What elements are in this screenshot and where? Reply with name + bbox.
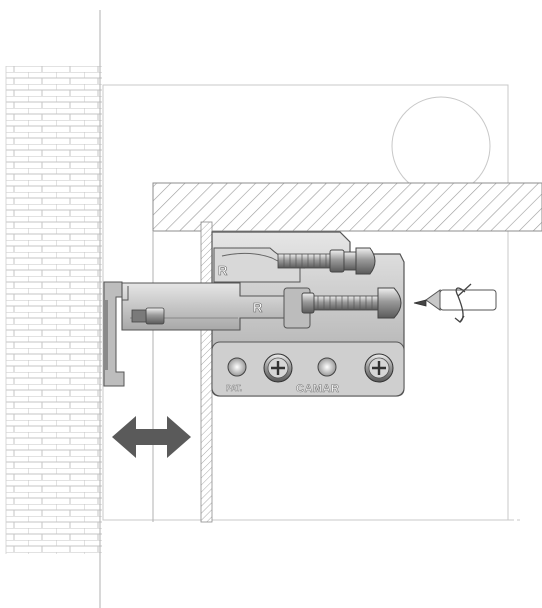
mounting-hole (317, 357, 337, 377)
cabinet-side-panel (102, 84, 520, 521)
screwdriver-icon (413, 289, 497, 311)
wall-mounting-rail (103, 281, 125, 387)
phillips-screw-icon (364, 353, 394, 383)
phillips-screw-icon (263, 353, 293, 383)
upper-r-mark: R (218, 263, 228, 278)
double-headed-arrow-icon (112, 416, 191, 458)
cabinet-top-board (152, 182, 542, 232)
depth-adjustment-screw (301, 287, 402, 319)
mounting-hole (227, 357, 247, 377)
height-adjustment-screw (277, 247, 376, 275)
brand-mark: CAMAR (296, 383, 339, 395)
rotation-arrow-icon (454, 283, 472, 323)
drill-hole-outline (391, 96, 491, 196)
brick-wall (5, 10, 102, 608)
hanger-arm (121, 282, 301, 331)
patent-mark: PAT. (226, 384, 242, 393)
lower-r-mark: R (253, 300, 263, 315)
mounting-holes (227, 353, 394, 383)
cabinet-side-wall-section (200, 221, 213, 523)
